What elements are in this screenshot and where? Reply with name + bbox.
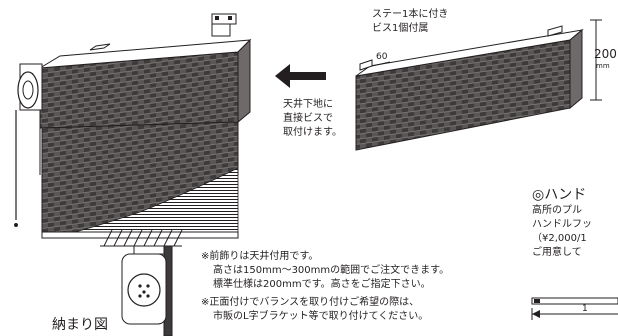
fitting-title: 納まり図 <box>52 317 108 333</box>
valance-sample <box>355 25 584 151</box>
pulley-icon <box>17 63 43 111</box>
handle-section-title: ◎ハンド <box>532 187 587 203</box>
note-line: 標準仕様は200mmです。高さをご指定下さい。 <box>213 279 431 290</box>
installation-notes: ※前飾りは天井付用です。 高さは150mm～300mmの範囲でご注文できます。 … <box>201 250 449 324</box>
handle-section: ◎ハンド 高所のプル ハンドルフッ （¥2,000/1 ご用意して <box>532 186 618 260</box>
valance-main <box>39 38 252 129</box>
stay-note: ステー1本に付き ビス1個付属 <box>372 8 448 36</box>
handle-line: 高所のプル <box>532 205 582 216</box>
note-line: 市販のL字ブラケット等で取り付けてください。 <box>213 311 429 322</box>
note-line: ※正面付けでバランスを取り付けご希望の際は、 <box>201 297 420 308</box>
note-line: ※前飾りは天井付用です。 <box>201 251 319 262</box>
note-line: 高さは150mm～300mmの範囲でご注文できます。 <box>213 265 450 276</box>
height-unit: mm <box>596 62 610 70</box>
stay-note-line: ステー1本に付き <box>372 9 449 20</box>
arrow-left-icon <box>275 64 326 88</box>
handle-line: （¥2,000/1 <box>532 233 587 244</box>
handle-line: ハンドルフッ <box>532 219 592 230</box>
dimension-lines <box>371 19 602 101</box>
height-dimension: 200 <box>594 47 617 61</box>
shade-fabric <box>14 110 239 239</box>
arrow-note-line: 直接ビスで <box>283 113 333 124</box>
handle-line: ご用意して <box>532 247 582 258</box>
depth-dimension: 60 <box>376 52 388 62</box>
fitting-diagram <box>100 229 183 336</box>
handle-illustration <box>531 297 618 320</box>
bracket-icon <box>89 13 237 51</box>
arrow-note-line: 取付けます。 <box>283 127 342 138</box>
arrow-note-line: 天井下地に <box>283 99 333 110</box>
handle-dimension: 1 <box>582 304 588 314</box>
stay-note-line: ビス1個付属 <box>372 23 429 34</box>
arrow-note: 天井下地に 直接ビスで 取付けます。 <box>283 98 342 140</box>
